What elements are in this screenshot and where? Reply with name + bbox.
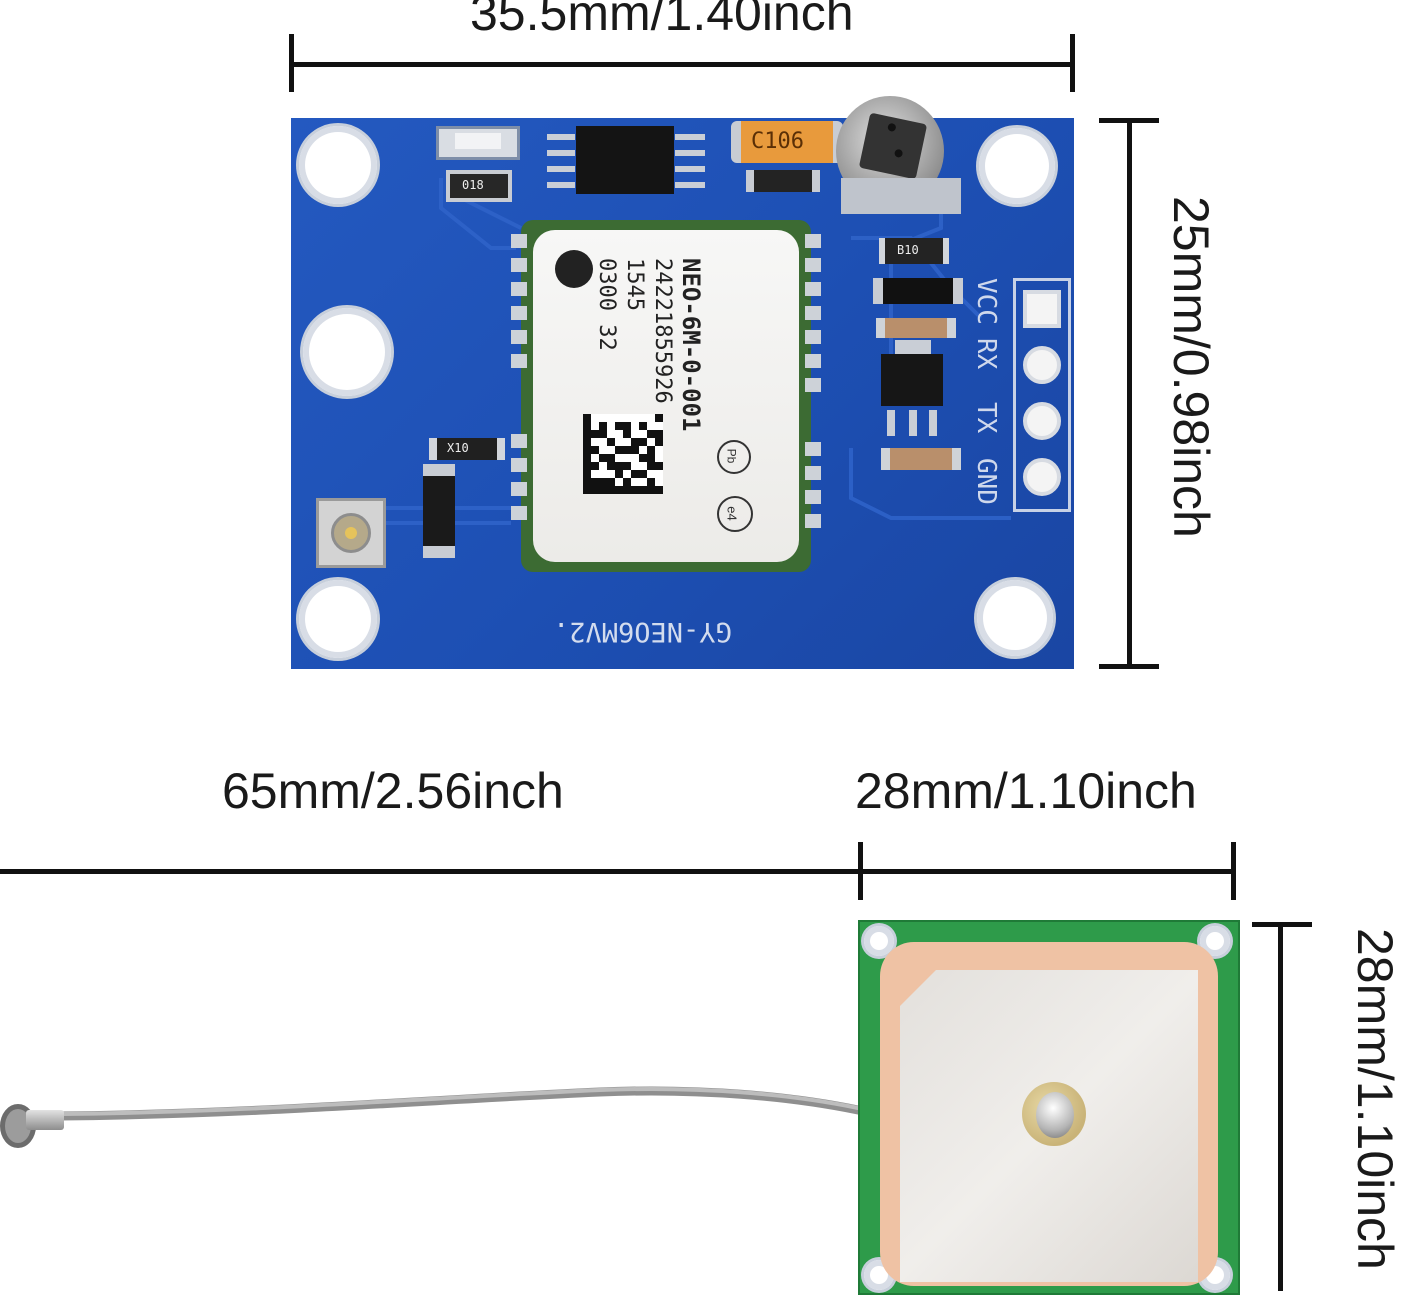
capacitor-tan [876,318,956,338]
regulator-pins [887,340,937,436]
resistor-x10: X10 [429,438,505,460]
neo6m-module: NEO-6M-0-001 24221855926 1545 0300 32 [511,220,821,572]
antenna-height-label: 28mm/1.10inch [1347,928,1403,1270]
chip-serial: 24221855926 [650,258,675,404]
neo6m-castellated-pins [511,234,821,528]
pb-free-mark: Pb [717,440,751,474]
ceramic-patch [880,942,1218,1286]
diode [423,464,455,558]
module-height-label: 25mm/0.98inch [1163,196,1219,538]
voltage-regulator [881,354,943,406]
mount-hole-bottom-left [299,580,377,658]
led-component [436,126,520,160]
mount-hole-top-left [299,126,377,204]
header-pin-block [1013,278,1071,512]
pin-label-gnd: GND [971,458,1001,505]
feed-pin [1022,1082,1086,1146]
header-pin-vcc [1023,290,1061,328]
antenna-width-tick-left [858,842,863,900]
capacitor-tan-2 [881,448,961,470]
header-pin-gnd [1023,458,1061,496]
e4-mark: e4 [717,496,753,532]
eeprom-ic [576,126,674,194]
antenna-width-label: 28mm/1.10inch [855,763,1197,819]
ufl-plug [0,1100,64,1148]
module-width-line [291,62,1074,67]
pin1-dot [555,250,593,288]
pin-label-vcc: VCC [971,278,1001,325]
e4-mark-text: e4 [724,506,740,521]
module-width-tick-left [289,34,294,92]
antenna-height-line [1278,924,1283,1291]
header-pin-tx [1023,402,1061,440]
cable-length-label: 65mm/2.56inch [222,763,564,819]
neo6m-shield: NEO-6M-0-001 24221855926 1545 0300 32 [533,230,799,562]
module-height-tick-top [1099,118,1159,123]
chip-model: NEO-6M-0-001 [677,258,705,432]
resistor-d18: 018 [446,170,512,202]
small-resistor [746,170,820,192]
module-width-label: 35.5mm/1.40inch [470,0,854,41]
pb-mark-text: Pb [724,448,739,464]
ufl-connector [316,498,386,568]
mount-hole-top-right [979,128,1055,204]
resistor-b10: B10 [879,238,949,264]
ceramic-surface [900,970,1198,1282]
transistor [873,278,963,304]
header-pin-rx [1023,346,1061,384]
datamatrix-code [583,414,663,494]
antenna-width-tick-right [1231,842,1236,900]
module-height-line [1127,120,1132,668]
module-width-tick-right [1070,34,1075,92]
chip-line4: 0300 32 [594,258,619,351]
antenna-height-tick-top [1252,922,1312,927]
gps-module-board: 018 C106 B10 VCC RX TX GND [291,96,1074,669]
pin-label-tx: TX [971,402,1001,434]
capacitor-label: C106 [751,129,804,154]
silkscreen-model: GY-NEO6MV2. [553,616,732,647]
mount-hole-bottom-right [977,580,1053,656]
pin-label-rx: RX [971,338,1001,370]
d18-label: 018 [462,178,484,192]
mount-hole-mid-left [303,308,391,396]
cable-length-line [0,869,862,874]
module-height-tick-bottom [1099,664,1159,669]
b10-label: B10 [897,243,919,257]
capacitor-c106: C106 [731,121,843,163]
chip-line3: 1545 [622,258,647,311]
eeprom-pins [547,134,705,188]
patch-antenna [858,920,1240,1295]
antenna-cable [55,1086,863,1121]
antenna-width-line [860,869,1235,874]
x10-label: X10 [447,441,469,455]
battery-holder [841,178,961,214]
